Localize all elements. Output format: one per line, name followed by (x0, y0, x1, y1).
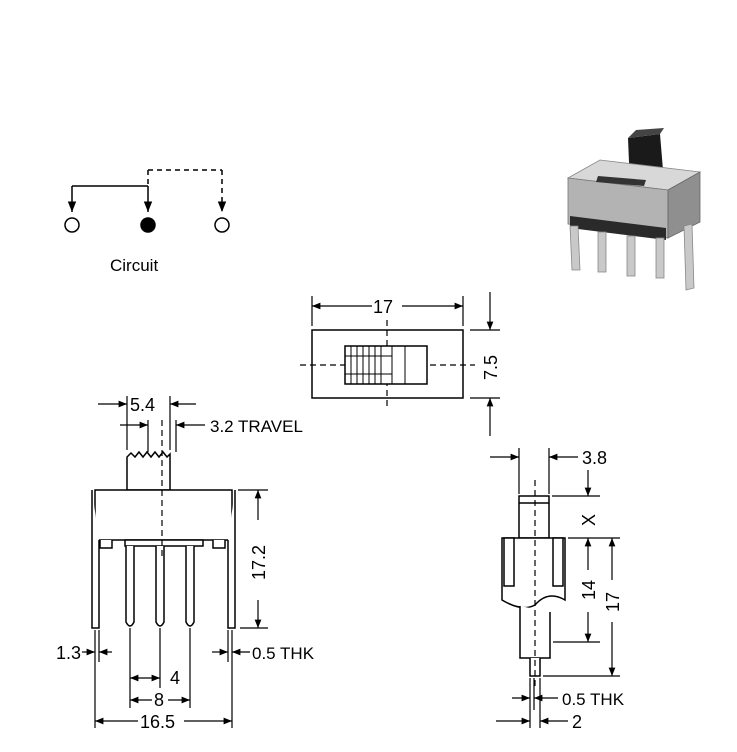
dim-pin-span: 8 (154, 690, 164, 710)
circuit-terminal-left (64, 217, 80, 233)
front-view-outline (91, 450, 236, 629)
dim-travel: 3.2 TRAVEL (210, 417, 303, 436)
top-view-slider (344, 345, 428, 385)
circuit-label: Circuit (110, 256, 158, 275)
top-view-outline (300, 320, 475, 408)
dim-front-thickness: 0.5 THK (252, 644, 315, 663)
dim-side-body-height: 14 (579, 580, 599, 600)
dim-side-actuator-height: X (579, 514, 599, 526)
dim-side-overall-height: 17 (603, 592, 623, 612)
circuit-terminal-right (214, 217, 230, 233)
side-view-outline (501, 495, 566, 677)
dim-front-body-height: 17.2 (249, 545, 269, 580)
dim-actuator-width: 5.4 (130, 395, 155, 415)
dim-side-thickness: 0.5 THK (562, 690, 625, 709)
side-view-dimensions (490, 448, 620, 728)
dim-side-actuator-depth: 3.8 (582, 448, 607, 468)
dim-overall-width: 16.5 (140, 712, 175, 732)
top-view-dimensions (311, 292, 500, 436)
dim-top-width: 17 (373, 297, 393, 317)
switch-product-image (566, 128, 702, 291)
dim-top-height: 7.5 (481, 355, 501, 380)
front-view-dimensions (82, 396, 268, 728)
dim-side-pin-width: 2 (572, 712, 582, 732)
circuit-terminal-common (140, 217, 156, 233)
circuit-diagram (64, 169, 230, 233)
dim-pin-offset: 1.3 (56, 643, 81, 663)
dim-pin-pitch: 4 (170, 668, 180, 688)
